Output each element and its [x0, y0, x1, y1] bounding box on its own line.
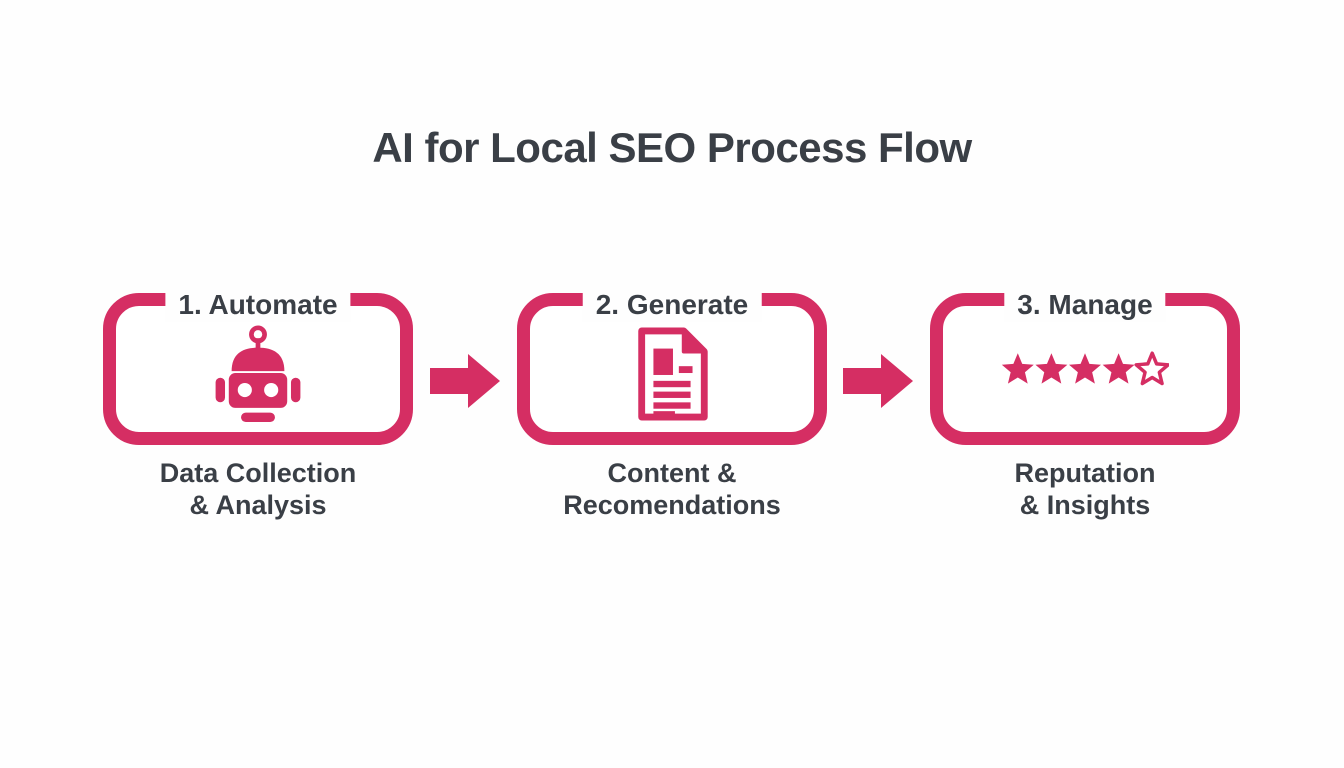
step-generate: 2. Generate Content & Recomendations: [517, 288, 827, 522]
step-automate-frame: 1. Automate: [103, 288, 413, 445]
flow-arrow-right-icon: [843, 354, 913, 408]
step-manage-frame: 3. Manage: [930, 288, 1240, 445]
step-manage-caption: Reputation & Insights: [1014, 458, 1156, 521]
step-generate-label: 2. Generate: [582, 288, 762, 322]
step-manage: 3. Manage Reputation & Insights: [930, 288, 1240, 522]
arrow-tail: [430, 368, 470, 394]
page-title: AI for Local SEO Process Flow: [372, 124, 972, 171]
flow-arrow-right-icon: [430, 354, 500, 408]
star-filled-icon: [1001, 353, 1135, 384]
step-automate: 1. Automate Data Collection & Analysis: [103, 288, 413, 522]
step-generate-caption: Content & Recomendations: [563, 458, 781, 521]
step-generate-frame: 2. Generate: [517, 288, 827, 445]
star-outline-icon: [1134, 351, 1169, 386]
star-rating-icon: [1001, 351, 1169, 386]
step-automate-label: 1. Automate: [165, 288, 351, 322]
step-automate-caption: Data Collection & Analysis: [159, 458, 357, 521]
document-icon: [638, 327, 708, 421]
arrow-head: [468, 354, 500, 408]
arrow-tail: [843, 368, 883, 394]
robot-icon: [215, 325, 301, 423]
step-manage-label: 3. Manage: [1004, 288, 1166, 322]
arrow-head: [881, 354, 913, 408]
